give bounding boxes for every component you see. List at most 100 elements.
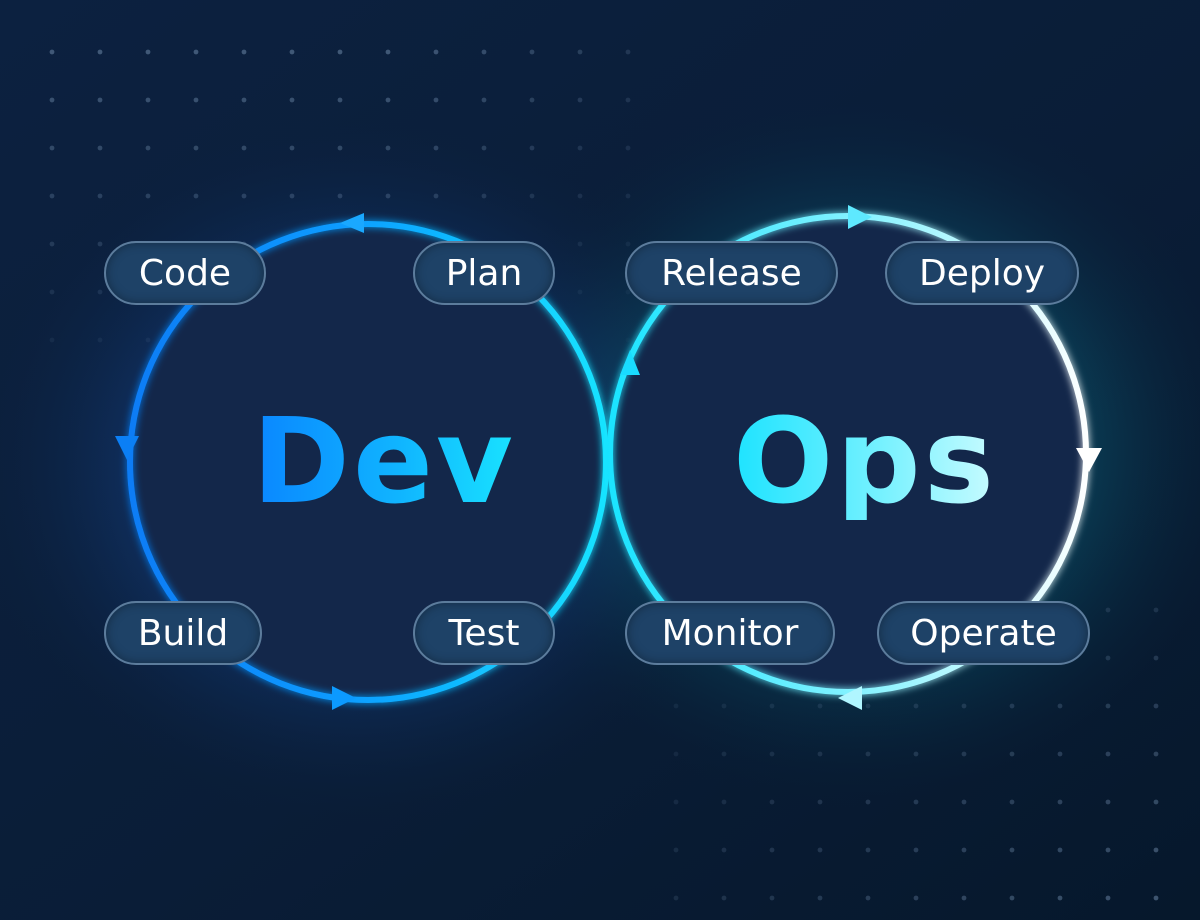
decor-dot [529,193,535,199]
decor-dot [241,193,247,199]
decor-dot [97,145,103,151]
decor-dot [1105,703,1111,709]
decor-dot [1105,847,1111,853]
decor-dot [673,751,679,757]
decor-dot [913,847,919,853]
decor-dot [97,289,103,295]
arrowhead-icon [838,686,862,710]
decor-dot [1057,703,1063,709]
decor-dot [481,97,487,103]
decor-dot [289,193,295,199]
decor-dot [1105,895,1111,901]
arrowhead-icon [332,686,356,710]
stage-code-label: Code [138,252,232,294]
arrowhead-icon [620,350,640,375]
decor-dot [625,49,631,55]
decor-dot [721,799,727,805]
decor-dot [1153,799,1159,805]
stage-plan: Plan [413,241,555,305]
arrowhead-icon [115,436,139,460]
decor-dot [145,49,151,55]
arrowhead-icon [848,205,872,229]
decor-dot [337,97,343,103]
decor-dot [817,703,823,709]
stage-test-label: Test [448,612,520,654]
decor-dot [385,145,391,151]
decor-dot [865,751,871,757]
decor-dot [1057,751,1063,757]
decor-dot [577,193,583,199]
decor-dot [769,847,775,853]
decor-dot [337,193,343,199]
stage-release: Release [625,241,838,305]
stage-release-label: Release [661,252,802,294]
decor-dot [865,703,871,709]
decor-dot [49,337,55,343]
dev-circle-fill [132,226,604,698]
dev-ring [127,221,609,703]
decor-dot [721,703,727,709]
decor-dot [385,49,391,55]
decor-dot [337,49,343,55]
decor-dot [1057,847,1063,853]
decor-dot [289,97,295,103]
decor-dot [529,145,535,151]
decor-dot [1153,655,1159,661]
decor-dot [289,145,295,151]
decor-dot [433,97,439,103]
decor-dot [769,799,775,805]
stage-monitor-label: Monitor [661,612,799,654]
decor-dot [913,895,919,901]
decor-dot [385,97,391,103]
decor-dot [1153,895,1159,901]
decor-dot [529,97,535,103]
decor-dot [961,847,967,853]
decor-dot [193,97,199,103]
stage-plan-label: Plan [445,252,523,294]
decor-dot [481,193,487,199]
decor-dot [817,799,823,805]
decor-dot [673,895,679,901]
decor-dot [673,703,679,709]
decor-dot [241,49,247,55]
decor-dot [577,49,583,55]
decor-dot [1153,751,1159,757]
decor-dot [673,799,679,805]
decor-dot [961,751,967,757]
decor-dot [625,145,631,151]
decor-dot [1105,751,1111,757]
decor-dot [1153,703,1159,709]
decor-dot [1009,751,1015,757]
decor-dot [193,145,199,151]
decor-dot [481,49,487,55]
decor-dot [1009,703,1015,709]
decor-dot [865,895,871,901]
decor-dot [913,751,919,757]
decor-dot [865,799,871,805]
decor-dot [769,703,775,709]
decor-dot [193,49,199,55]
decor-dot [769,751,775,757]
decor-dot [673,847,679,853]
decor-dot [529,49,535,55]
decor-dot [625,337,631,343]
decor-dot [97,241,103,247]
stage-build-label: Build [137,612,229,654]
decor-dot [97,49,103,55]
decor-dot [577,289,583,295]
stage-code: Code [104,241,266,305]
decor-dot [769,895,775,901]
decor-dot [817,847,823,853]
arrowhead-icon [1076,448,1102,472]
decor-dot [1009,895,1015,901]
decor-dot [1009,847,1015,853]
decor-dot [1105,655,1111,661]
decor-dot [1009,799,1015,805]
decor-dot [625,241,631,247]
decor-dot [49,193,55,199]
decor-dot [97,193,103,199]
decor-dot [337,145,343,151]
decor-dot [433,193,439,199]
decor-dot [1105,607,1111,613]
